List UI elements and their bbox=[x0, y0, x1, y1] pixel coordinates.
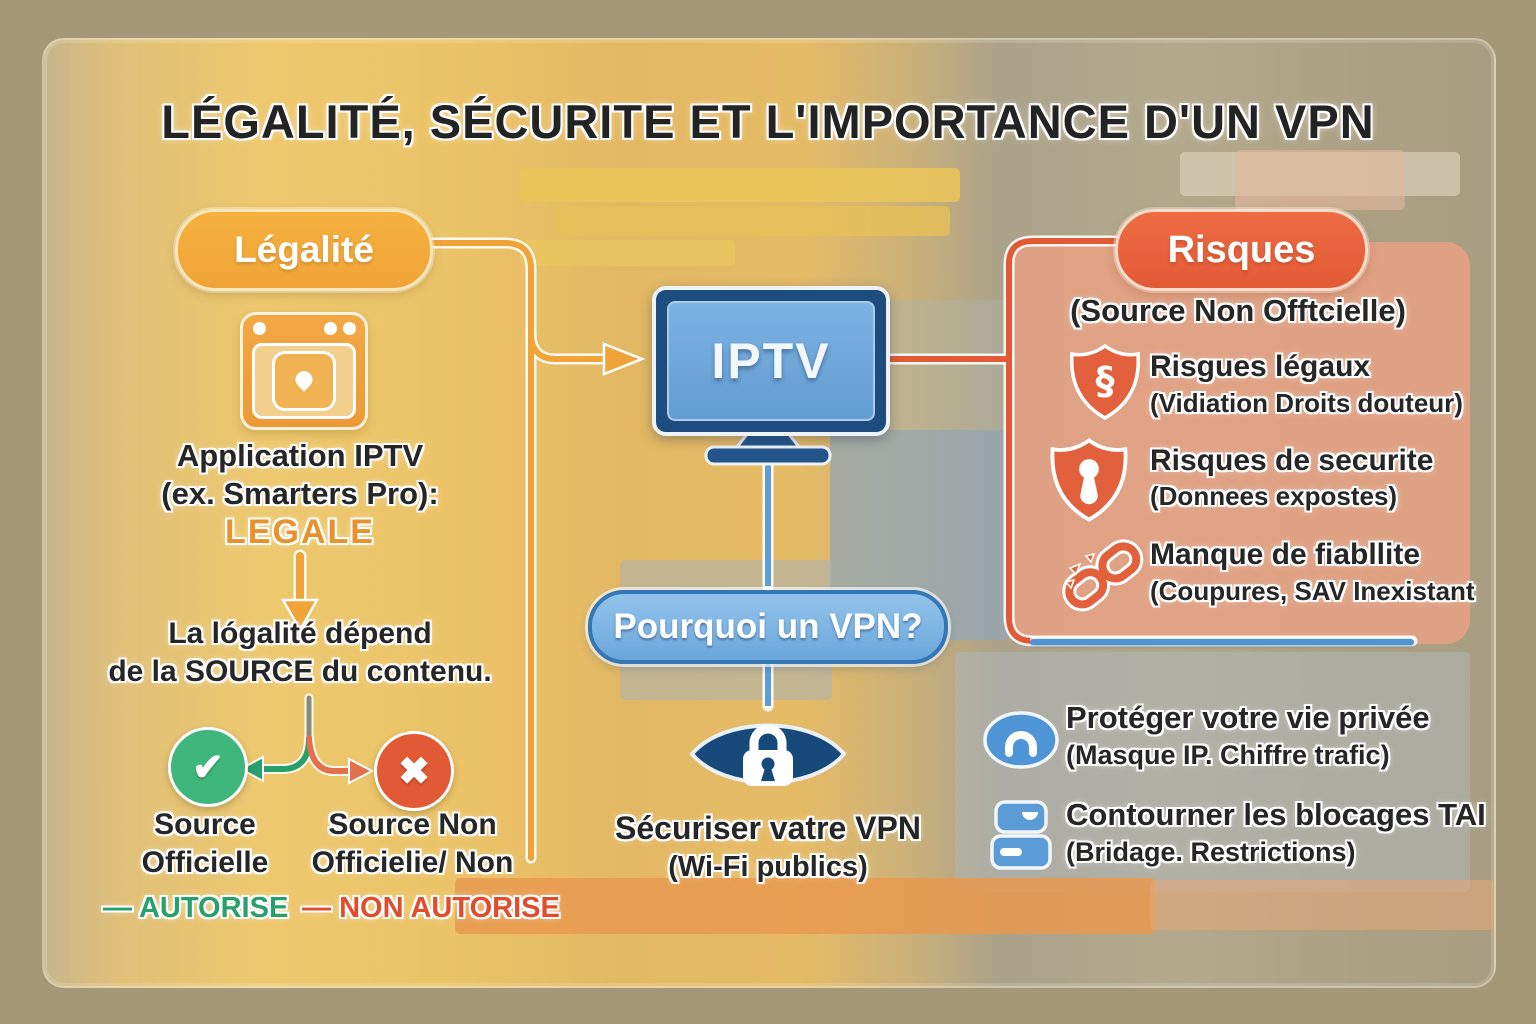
legalite-badge-label: Légalité bbox=[234, 229, 374, 270]
background-streak bbox=[1235, 150, 1405, 210]
verdict-autorise-label: AUTORISE bbox=[138, 892, 289, 924]
iptv-app-window-icon bbox=[240, 312, 368, 430]
dash-icon: — bbox=[103, 892, 132, 924]
risques-badge-label: Risques bbox=[1167, 228, 1316, 271]
window-dot-icon bbox=[324, 322, 337, 335]
risques-subtitle: (Source Non Offtcielle) bbox=[1070, 293, 1406, 328]
shield-section-icon: § bbox=[1070, 343, 1140, 421]
benefit-item-subtitle: (Bridage. Restrictions) bbox=[1066, 837, 1356, 867]
server-notch bbox=[1022, 812, 1038, 820]
window-dot-icon bbox=[253, 322, 266, 335]
server-blocks-icon bbox=[990, 800, 1052, 870]
app-subtitle: (ex. Smarters Pro): bbox=[161, 476, 439, 511]
app-status-legale: LEGALE bbox=[225, 513, 375, 551]
risk-item-title: Risgues légaux bbox=[1150, 350, 1371, 383]
benefit-item-title: Contourner les blocages TAI bbox=[1066, 797, 1486, 832]
dash-icon: — bbox=[302, 892, 331, 924]
benefit-item-subtitle: (Masque IP. Chiffre trafic) bbox=[1066, 740, 1390, 770]
risk-item-subtitle: (Donnees expostes) bbox=[1150, 481, 1398, 511]
depends-line1: La lógalité dépend bbox=[168, 617, 432, 650]
page-title: LÉGALITÉ, SÉCURITE ET L'IMPORTANCE D'UN … bbox=[161, 95, 1375, 148]
risk-item-title: Manque de fiabllite bbox=[1150, 538, 1421, 571]
shield-keyhole-icon bbox=[1050, 438, 1128, 522]
risks-benefits-divider bbox=[1030, 639, 1414, 645]
secure-vpn-title: Sécuriser vatre VPN bbox=[615, 810, 921, 846]
risques-badge: Risques bbox=[1115, 209, 1368, 291]
risk-item-title: Risques de securite bbox=[1150, 444, 1434, 477]
broken-chain-icon bbox=[1062, 539, 1144, 612]
section-sign-glyph: § bbox=[1096, 359, 1115, 403]
privacy-eye-icon bbox=[983, 711, 1059, 769]
source-official-line2: Officielle bbox=[141, 846, 269, 879]
secure-vpn-subtitle: (Wi-Fi publics) bbox=[668, 851, 868, 883]
background-streak bbox=[520, 240, 735, 266]
source-unofficial-line2: Officielie/ Non bbox=[311, 846, 514, 879]
pourquoi-vpn-label: Pourquoi un VPN? bbox=[613, 607, 923, 646]
source-unofficial-line1: Source Non bbox=[328, 808, 497, 841]
x-circle: ✖ bbox=[374, 731, 454, 811]
incognito-glyph bbox=[1005, 731, 1037, 757]
legalite-badge: Légalité bbox=[175, 209, 433, 291]
background-streak bbox=[520, 168, 960, 202]
app-tile bbox=[272, 351, 336, 411]
eye-lock-icon bbox=[689, 723, 847, 786]
check-circle: ✔ bbox=[168, 727, 248, 807]
benefit-item-title: Protéger votre vie privée bbox=[1066, 700, 1430, 735]
background-streak bbox=[455, 878, 1155, 934]
pourquoi-vpn-badge: Pourquoi un VPN? bbox=[588, 590, 948, 664]
check-icon: ✔ bbox=[192, 746, 224, 789]
lock-shackle bbox=[749, 724, 787, 757]
x-icon: ✖ bbox=[398, 750, 430, 793]
window-dot-icon bbox=[343, 322, 356, 335]
app-title: Application IPTV bbox=[176, 438, 424, 473]
source-official-line1: Source bbox=[154, 808, 256, 841]
chain-fragment bbox=[1084, 552, 1096, 564]
iptv-monitor-screen: IPTV bbox=[667, 301, 875, 421]
depends-line2: de la SOURCE du contenu. bbox=[108, 655, 492, 688]
background-streak bbox=[555, 206, 950, 236]
background-streak bbox=[1150, 880, 1494, 930]
iptv-label: IPTV bbox=[711, 333, 831, 389]
risk-item-subtitle: (Coupures, SAV Inexistant bbox=[1150, 576, 1475, 606]
risk-item-subtitle: (Vidiation Droits douteur) bbox=[1150, 388, 1463, 418]
drop-icon bbox=[291, 367, 317, 392]
verdict-non-autorise-label: NON AUTORISE bbox=[339, 892, 560, 924]
verdict-non-autorise: — NON AUTORISE bbox=[302, 892, 560, 925]
iptv-monitor: IPTV bbox=[652, 286, 890, 436]
verdict-autorise: — AUTORISE bbox=[103, 892, 288, 925]
background-streak bbox=[884, 300, 1009, 430]
server-slot bbox=[1000, 848, 1022, 856]
app-window-body bbox=[252, 343, 356, 419]
